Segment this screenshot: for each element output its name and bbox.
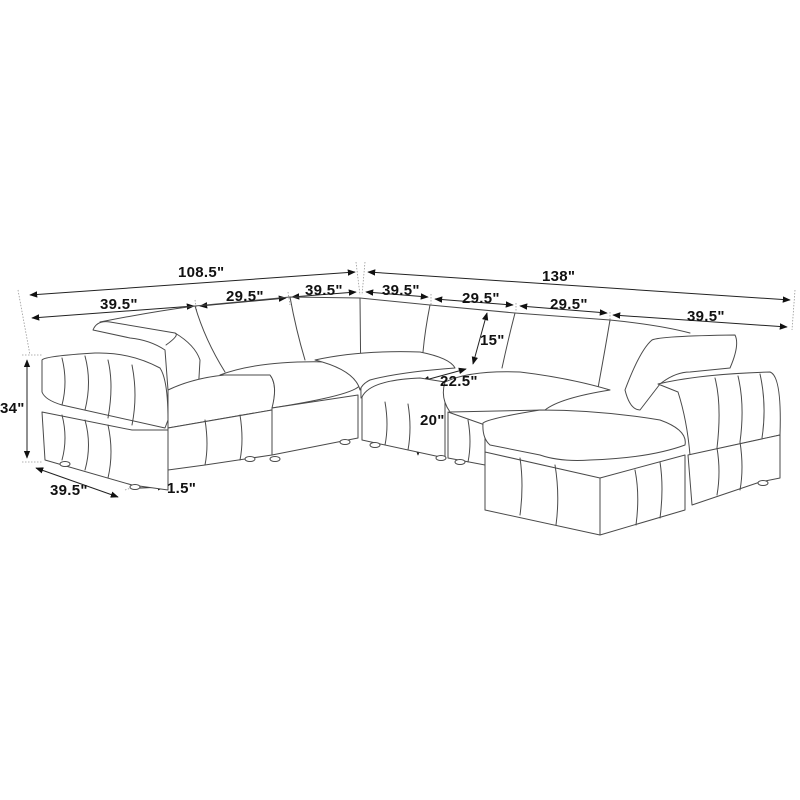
- dim-right-seg-4: 39.5": [687, 308, 725, 325]
- dim-leg-height: 1.5": [167, 480, 197, 497]
- dim-left-seg-1: 39.5": [100, 296, 138, 313]
- dim-left-seg-2: 29.5": [226, 288, 264, 305]
- dim-left-overall-width: 108.5": [178, 264, 225, 281]
- dim-seat-depth: 22.5": [440, 373, 478, 390]
- dim-overall-height: 34": [0, 400, 25, 417]
- dim-right-seg-3: 29.5": [550, 296, 588, 313]
- dimension-lines: [23, 269, 791, 498]
- dim-right-seg-2: 29.5": [462, 290, 500, 307]
- sofa-outline: [41, 296, 781, 536]
- dim-seat-height: 20": [420, 412, 445, 429]
- dim-left-seg-3: 39.5": [305, 282, 343, 299]
- dim-right-overall-width: 138": [542, 268, 576, 285]
- dim-back-height: 15": [480, 332, 505, 349]
- dim-depth: 39.5": [50, 482, 88, 499]
- dim-right-seg-1: 39.5": [382, 282, 420, 299]
